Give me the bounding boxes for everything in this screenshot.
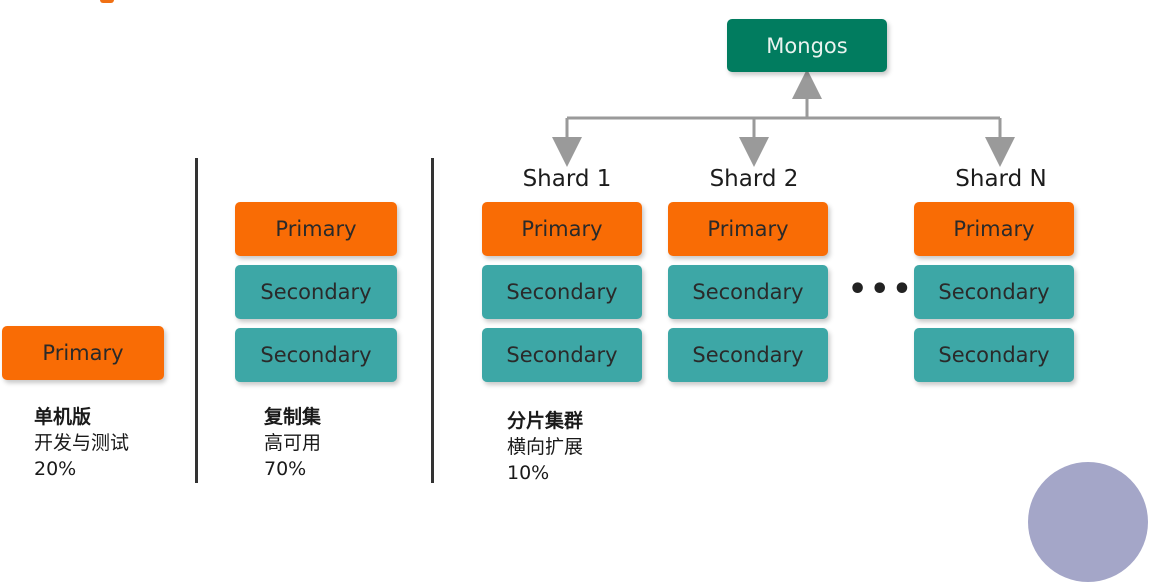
shard-2-title: Shard 2 xyxy=(709,166,799,192)
replica-secondary-label: Secondary xyxy=(260,280,372,304)
replica-title: 复制集 xyxy=(264,406,322,428)
shard-1-primary-box: Primary xyxy=(482,202,642,256)
replica-secondary-box-1: Secondary xyxy=(235,265,397,319)
standalone-primary-box: Primary xyxy=(2,326,164,380)
shard-n-secondary-box-2: Secondary xyxy=(914,328,1074,382)
sharded-caption: 分片集群 横向扩展 10% xyxy=(507,408,583,486)
shard-1-secondary-box-1: Secondary xyxy=(482,265,642,319)
shard-1-secondary-label: Secondary xyxy=(506,343,618,367)
standalone-caption: 单机版 开发与测试 20% xyxy=(34,404,129,482)
shard-2-primary-box: Primary xyxy=(668,202,828,256)
sharded-desc: 横向扩展 xyxy=(507,436,584,458)
mongos-connectors xyxy=(552,69,1015,167)
divider-left xyxy=(195,158,198,483)
shard-n-title: Shard N xyxy=(955,166,1047,192)
shard-2-secondary-box-2: Secondary xyxy=(668,328,828,382)
more-shards-ellipsis: ••• xyxy=(848,272,915,307)
shard-1-title: Shard 1 xyxy=(522,166,612,192)
shard-n-secondary-label: Secondary xyxy=(938,343,1050,367)
replica-secondary-label: Secondary xyxy=(260,343,372,367)
shard-n-primary-label: Primary xyxy=(953,217,1035,241)
replica-pct: 70% xyxy=(264,458,307,480)
standalone-desc: 开发与测试 xyxy=(34,432,130,454)
replica-desc: 高可用 xyxy=(264,432,322,454)
shard-1-secondary-box-2: Secondary xyxy=(482,328,642,382)
replica-primary-label: Primary xyxy=(275,217,357,241)
shard-2-secondary-label: Secondary xyxy=(692,343,804,367)
standalone-title: 单机版 xyxy=(34,406,92,428)
header-accent-bar xyxy=(100,0,114,3)
replica-primary-box: Primary xyxy=(235,202,397,256)
shard-n-primary-box: Primary xyxy=(914,202,1074,256)
replica-secondary-box-2: Secondary xyxy=(235,328,397,382)
shard-2-secondary-label: Secondary xyxy=(692,280,804,304)
shard-1-primary-label: Primary xyxy=(521,217,603,241)
mongos-router-box: Mongos xyxy=(727,19,887,72)
standalone-pct: 20% xyxy=(34,458,77,480)
shard-2-secondary-box-1: Secondary xyxy=(668,265,828,319)
decorative-circle xyxy=(1028,462,1148,582)
shard-n-secondary-box-1: Secondary xyxy=(914,265,1074,319)
standalone-primary-label: Primary xyxy=(42,341,124,365)
mongos-label: Mongos xyxy=(766,33,848,58)
divider-right xyxy=(431,158,434,483)
sharded-title: 分片集群 xyxy=(507,410,584,432)
shard-1-secondary-label: Secondary xyxy=(506,280,618,304)
replica-caption: 复制集 高可用 70% xyxy=(264,404,321,482)
sharded-pct: 10% xyxy=(507,462,550,484)
shard-n-secondary-label: Secondary xyxy=(938,280,1050,304)
shard-2-primary-label: Primary xyxy=(707,217,789,241)
